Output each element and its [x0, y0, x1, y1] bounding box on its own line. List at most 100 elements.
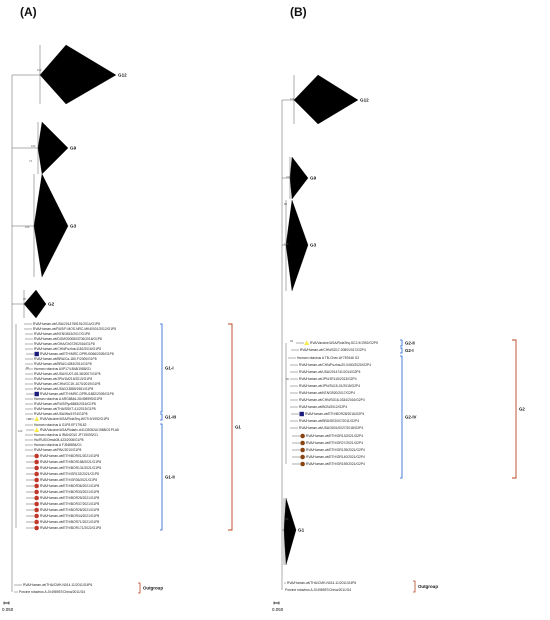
bootstrap-value: 100 — [290, 97, 295, 101]
collapsed-clade-triangle — [33, 173, 69, 278]
leaf-label: RVA/Human-wt/ETH/BOR171/2022/G1P8 — [40, 526, 101, 530]
leaf-marker-circle — [34, 477, 39, 483]
leaf-marker-circle — [34, 483, 39, 489]
leaf-marker-circle — [34, 525, 39, 531]
subgroup-label: G1-I — [165, 366, 174, 371]
collapsed-clade-triangle — [289, 156, 309, 200]
group-bracket — [228, 323, 233, 531]
leaf-marker-square — [34, 351, 39, 357]
collapsed-clade-triangle — [37, 121, 69, 175]
leaf-label: RVA/Human-wt/USA/2014741/2014/G2P4 — [299, 370, 361, 374]
bootstrap-value: 100 — [284, 517, 289, 521]
leaf-label: RVA/Human-wt/ETH/BOR28/2021/G1P8 — [40, 508, 99, 512]
leaf-label: RVA/Human-wt/ETH/BOR01/2021/G1P8 — [40, 454, 99, 458]
subgroup-bracket — [400, 347, 403, 354]
leaf-marker-square — [299, 411, 304, 417]
leaf-label: RVA/Human-wt/CHN/Fuzhou20-0400/2020/G2P4 — [299, 363, 371, 367]
leaf-label: RVA/Human-wt/KEN/3619/2017/G1P8 — [34, 332, 90, 336]
leaf-label: RVA/Human-wt/ETH/BOR33/2021/G1P8 — [40, 490, 99, 494]
subgroup-bracket — [400, 355, 403, 479]
clade-label: G3 — [310, 243, 317, 248]
collapsed-clade-triangle — [293, 74, 359, 125]
leaf-label: RVA/Human-wt/USA/CI3885/1981/G1P8 — [34, 387, 93, 391]
leaf-label: RVA/Human-wt/BGN/2012/G2P4 — [299, 405, 347, 409]
leaf-label: RVA/Human-wt/BRA/14283/2011/G1P8 — [34, 362, 92, 366]
leaf-marker-circle — [300, 440, 305, 446]
leaf-label: Porcine rotavirus A JX498957/China/2011/… — [285, 588, 351, 592]
leaf-label: RVA/Human-wt/BRA/Ca-180-F/2000/G1P8 — [34, 357, 97, 361]
leaf-label: RVA/Human-wt/GHA/Gh0729/2016/G1P8 — [34, 342, 95, 346]
leaf-label: RVA/Human-wt/ETH/BOR158/2021/G1P8 — [40, 460, 101, 464]
subgroup-bracket — [400, 339, 403, 347]
leaf-label: RVA/Human-wt/ETH/GR132/2021/G1P8 — [40, 472, 99, 476]
bootstrap-value: 99 — [290, 339, 293, 343]
leaf-marker-triangle — [34, 416, 40, 421]
bootstrap-value: 100 — [31, 144, 36, 148]
tree-panel-b: G12G9G3G1RVA/Vaccine/USA/RotaTeq-SC2-9/1… — [272, 74, 525, 612]
leaf-label: RVA/Vaccine/USA/RotaTeq-WI79-9/1992/G1P5 — [40, 417, 109, 421]
leaf-marker-circle — [34, 459, 39, 465]
bootstrap-value: 85 — [26, 366, 29, 370]
leaf-label: Porcine rotavirus A JX498957/China/2011/… — [19, 590, 85, 594]
leaf-label: Human rotavirus A FJ948854/G1 — [34, 443, 82, 447]
subgroup-label: G2-II — [405, 341, 415, 346]
subgroup-label: G1-III — [165, 415, 176, 420]
leaf-marker-circle — [34, 507, 39, 513]
group-label: G2 — [519, 407, 525, 412]
outgroup-label: Outgroup — [418, 584, 438, 589]
bootstrap-value: 73 — [29, 159, 32, 163]
group-label: G1 — [235, 425, 241, 430]
leaf-label: RVA/Human-wt/KEN/3920/2017/G2P4 — [299, 391, 355, 395]
leaf-label: RVA/Human-wt/ETH/BOR131/2021/G1P8 — [40, 466, 101, 470]
bootstrap-value: 99 — [28, 417, 31, 421]
bootstrap-value: 95 — [23, 297, 26, 301]
leaf-marker-circle — [34, 495, 39, 501]
leaf-marker-triangle — [304, 340, 310, 345]
leaf-label: RVA/Human-wt/ETH/GR13/2021/G2P4 — [306, 434, 363, 438]
clade-label: G12 — [360, 98, 369, 103]
leaf-label: RVA/Human-wt/JPN/1R115/2013/G2P4 — [299, 377, 357, 381]
collapsed-clade-triangle — [285, 199, 309, 292]
clade-label: G2 — [48, 302, 55, 307]
collapsed-clade-triangle — [39, 44, 117, 105]
leaf-label: RVA/Human-wt/ETH/BOR71/2021/G1P8 — [40, 520, 99, 524]
subgroup-bracket — [160, 413, 163, 421]
leaf-marker-circle — [300, 454, 305, 460]
outgroup-bracket — [413, 580, 416, 593]
outgroup-bracket — [138, 582, 141, 594]
leaf-label: Human rotavirus A TB-Chen AY787646 G2 — [297, 356, 359, 360]
group-bracket — [512, 339, 517, 479]
leaf-marker-circle — [300, 433, 305, 439]
leaf-label: Human rotavirus A/IP17/LB48/1988/G1 — [34, 367, 91, 371]
leaf-marker-circle — [34, 519, 39, 525]
leaf-label: Human rotavirus A G1P8 EF179182 — [34, 423, 87, 427]
bootstrap-value: 100 — [286, 175, 291, 179]
bootstrap-value: 100 — [37, 68, 42, 72]
leaf-label: RVA/Human-wt/THA/CMH-N014-11/2011/G4P6 — [287, 581, 356, 585]
leaf-label: RVA/Human-wt/ETH/BOR44/2021/G1P8 — [40, 514, 99, 518]
leaf-label: RVA/Human-wt/DOM/3000803706/2016/G1P8 — [34, 337, 102, 341]
leaf-label: RVA/Human-wt/ETH/GR139/2021/G2P4 — [306, 448, 365, 452]
bootstrap-value: 100 — [25, 225, 30, 229]
leaf-marker-circle — [34, 513, 39, 519]
collapsed-clade-triangle — [23, 289, 47, 319]
leaf-label: RVA/Human-wt/ETH/BOR25/2021/G1P8 — [40, 496, 99, 500]
leaf-label: RVA/Human-wt/USA/VU07-08-38/2007/G1P8 — [34, 372, 101, 376]
bootstrap-value: 88 — [284, 202, 287, 206]
clade-label: G12 — [118, 73, 127, 78]
collapsed-clade-triangle — [283, 497, 297, 566]
leaf-label: RVA/Human-wt/PAK/2010/G1P8 — [34, 448, 81, 452]
panel-a-label: (A) — [20, 5, 37, 19]
scale-bar-label: 0.050 — [2, 607, 14, 612]
subgroup-label: G1-II — [165, 475, 175, 480]
leaf-marker-circle — [34, 471, 39, 477]
leaf-label: RVA/Human-wt/RUS/P-MOS-NRC-MK40001/2012/… — [33, 327, 116, 331]
leaf-label: RVA/Human-wt/ETH/BOR37/2021/G1P8 — [40, 502, 99, 506]
leaf-label: RVA/Human-wt/ETH/GR140/2021/G2P4 — [306, 455, 365, 459]
leaf-label: RVA/Human-wt/ETH/GR27/2021/G2P4 — [306, 441, 363, 445]
leaf-label: RVA/Human-wt/CHN/GC1K-1070/2019/G1P8 — [34, 382, 101, 386]
leaf-label: RVA/Human-wt/CHN/Fuzhou1182/2016/G1P8 — [34, 347, 101, 351]
leaf-label: RVA/Human-wt/JPN/1M215/2013/G1P8 — [34, 377, 92, 381]
leaf-marker-circle — [300, 447, 305, 453]
